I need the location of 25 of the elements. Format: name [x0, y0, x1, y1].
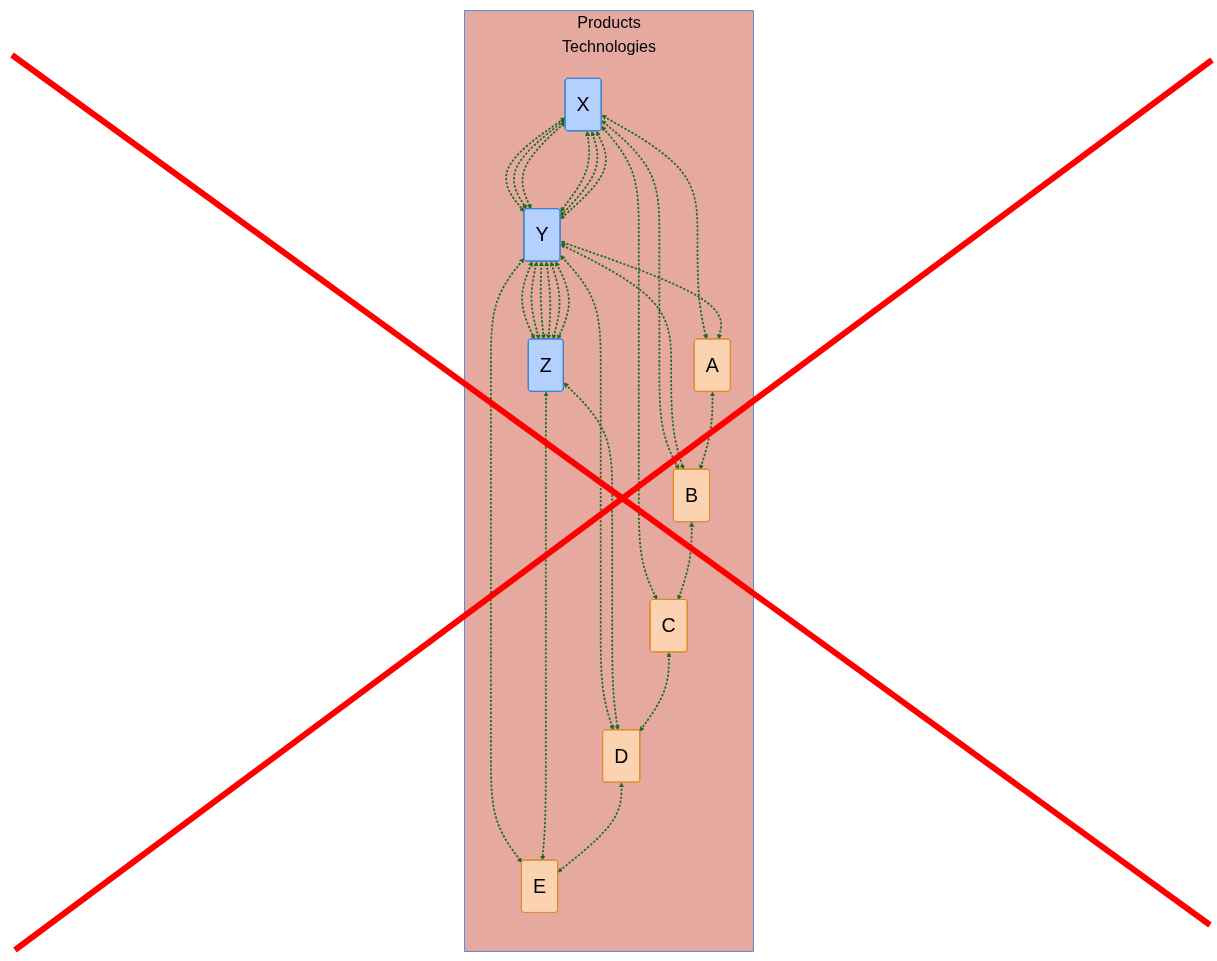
arrow — [559, 254, 614, 730]
arrow — [539, 391, 549, 861]
arrow — [538, 260, 546, 339]
arrow — [559, 130, 598, 216]
arrow — [600, 114, 708, 339]
arrow — [504, 117, 565, 212]
arrow — [512, 118, 565, 209]
arrow — [638, 651, 671, 732]
arrow — [559, 130, 607, 219]
arrow — [559, 130, 590, 212]
arrow — [554, 260, 570, 339]
arrow — [520, 260, 535, 339]
arrow — [521, 121, 565, 209]
arrow — [557, 782, 624, 872]
arrow — [600, 119, 679, 470]
arrow — [530, 260, 540, 339]
arrow — [698, 391, 715, 470]
arrow — [549, 260, 560, 339]
arrow — [543, 260, 551, 339]
arrow — [559, 240, 722, 339]
arrow — [600, 125, 657, 600]
arrow — [489, 257, 524, 863]
arrow — [676, 521, 694, 600]
arrow — [559, 243, 685, 470]
arrow — [563, 382, 620, 730]
